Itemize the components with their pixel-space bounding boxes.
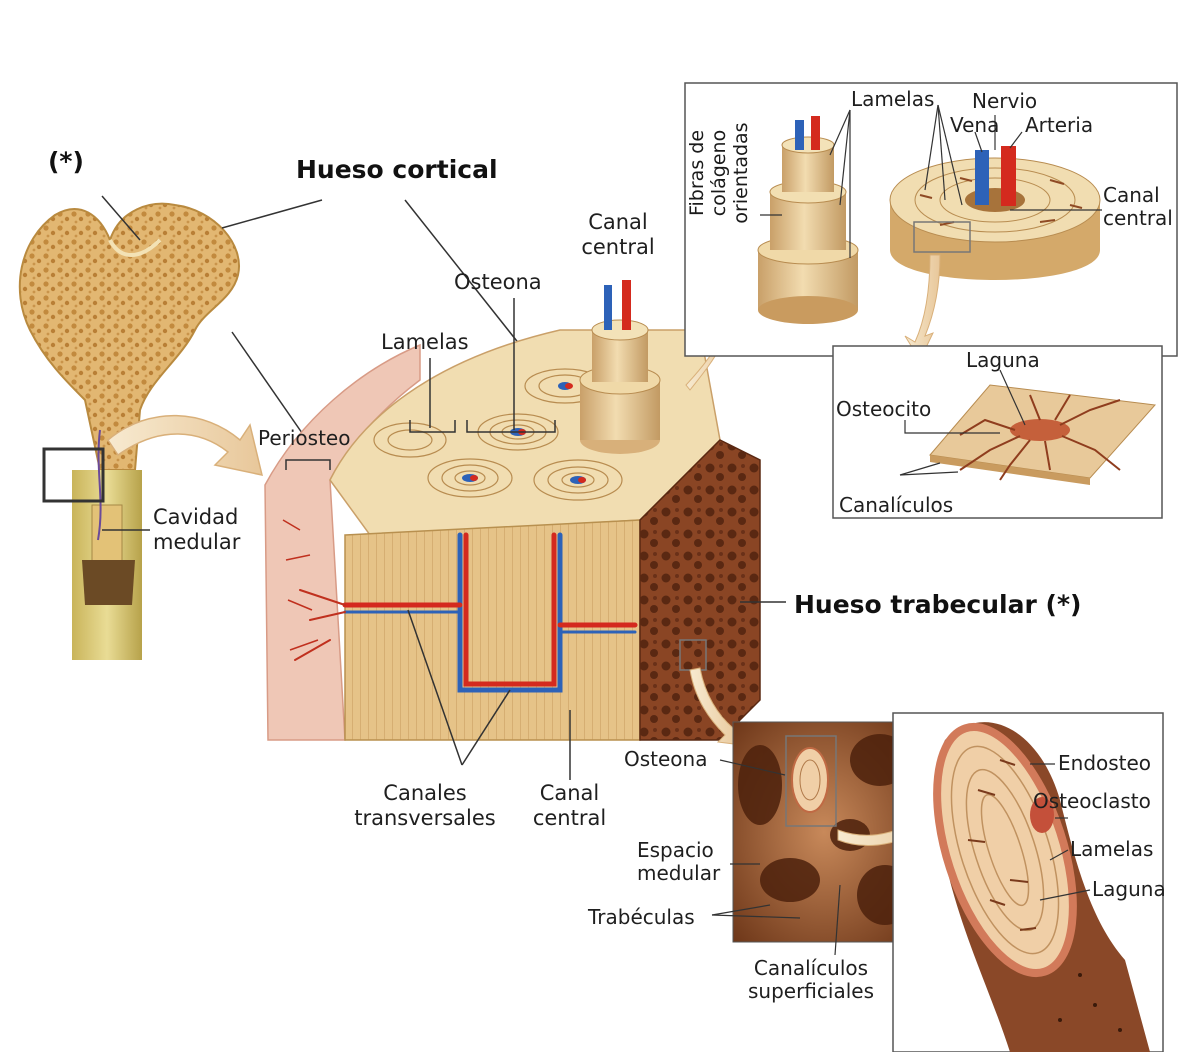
- osteona-top-label: Osteona: [454, 270, 542, 295]
- osteocyte: [1010, 419, 1070, 441]
- canal-central-bottom-line1: Canal: [522, 781, 617, 806]
- vena-label: Vena: [950, 114, 999, 137]
- canal-central-top-line2: central: [572, 235, 664, 260]
- inset1-canal-central-label: Canal central: [1103, 184, 1173, 230]
- osteon-cylinder: [580, 280, 660, 454]
- fibras-line3: orientadas: [730, 103, 752, 243]
- osteoclasto-label: Osteoclasto: [1033, 790, 1151, 813]
- canaliculos-sup-line2: superficiales: [738, 980, 884, 1003]
- espacio-medular-label: Espacio medular: [637, 839, 720, 885]
- laguna-label: Laguna: [966, 349, 1040, 372]
- cavidad-medular-line2: medular: [153, 530, 240, 555]
- lamelas-left-label: Lamelas: [381, 330, 469, 355]
- fibras-line1: Fibras de: [686, 103, 708, 243]
- canales-transversales-label: Canales transversales: [340, 781, 510, 831]
- canaliculos-label: Canalículos: [839, 494, 953, 517]
- cavidad-medular-label: Cavidad medular: [153, 505, 240, 555]
- espacio-medular-line2: medular: [637, 862, 720, 885]
- arteria-label: Arteria: [1025, 114, 1093, 137]
- inset1-canal-line1: Canal: [1103, 184, 1173, 207]
- trabecular-osteon: [792, 748, 828, 812]
- medullary-cavity: [92, 505, 122, 565]
- canaliculos-sup-line1: Canalículos: [738, 957, 884, 980]
- canal-central-bottom-label: Canal central: [522, 781, 617, 831]
- inset1-canal-line2: central: [1103, 207, 1173, 230]
- periosteo-label: Periosteo: [258, 427, 350, 450]
- nervio-label: Nervio: [972, 90, 1037, 113]
- hueso-trabecular-label: Hueso trabecular (*): [794, 590, 1081, 620]
- canaliculos-superficiales-label: Canalículos superficiales: [738, 957, 884, 1003]
- canales-transversales-line2: transversales: [340, 806, 510, 831]
- espacio-medular-line1: Espacio: [637, 839, 720, 862]
- osteocito-label: Osteocito: [836, 398, 931, 421]
- asterisk-femur-label: (*): [48, 147, 84, 177]
- inset4-lamelas-label: Lamelas: [1070, 838, 1153, 861]
- canales-transversales-line1: Canales: [340, 781, 510, 806]
- fibras-colageno-label: Fibras de colágeno orientadas: [686, 103, 752, 243]
- cavidad-medular-line1: Cavidad: [153, 505, 240, 530]
- canal-central-top-label: Canal central: [572, 210, 664, 260]
- cortical-front-face: [345, 520, 640, 740]
- fibras-line2: colágeno: [708, 103, 730, 243]
- trabeculas-label: Trabéculas: [588, 906, 695, 929]
- inset3-osteona-label: Osteona: [624, 748, 707, 771]
- canal-central-bottom-line2: central: [522, 806, 617, 831]
- endosteo-label: Endosteo: [1058, 752, 1151, 775]
- inset4-laguna-label: Laguna: [1092, 878, 1166, 901]
- inset1-lamelas-label: Lamelas: [851, 88, 934, 111]
- canal-central-top-line1: Canal: [572, 210, 664, 235]
- hueso-cortical-label: Hueso cortical: [296, 155, 498, 185]
